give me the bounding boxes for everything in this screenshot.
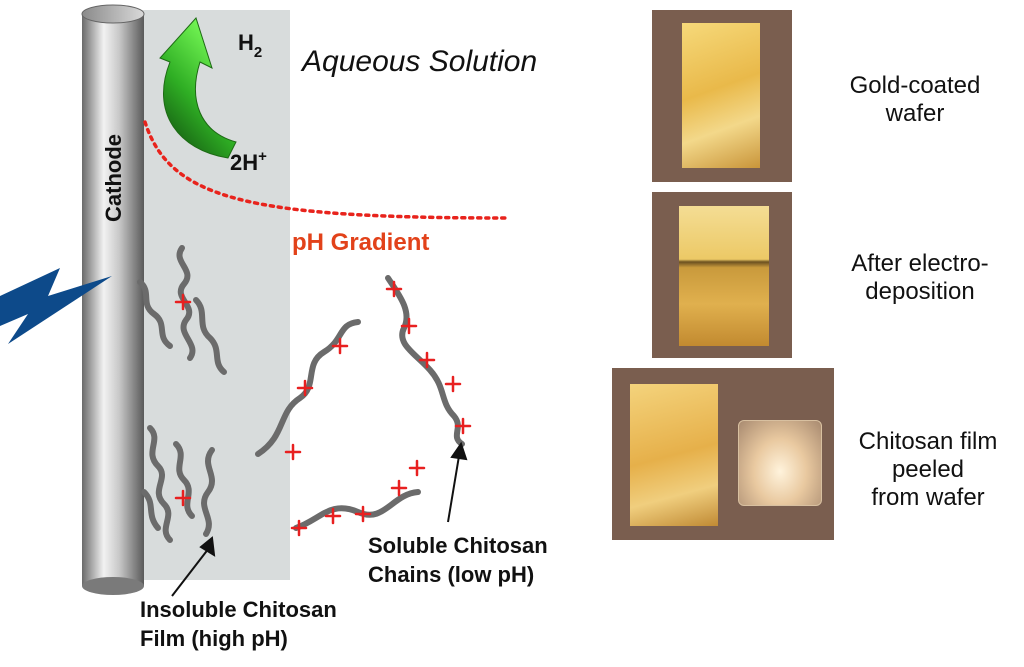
caption-gold-coated-wafer: Gold-coated wafer [849, 72, 981, 127]
insoluble-chain-upper-2 [137, 279, 173, 349]
gold-wafer [682, 23, 760, 168]
plus-charge [296, 379, 314, 397]
plus-charge [400, 317, 418, 335]
insoluble-chain-lower-1 [147, 425, 173, 543]
plus-charge [324, 507, 342, 525]
photo-chitosan-film-peeled [612, 368, 834, 540]
electrodeposition-diagram: Cathode H2 2H+ Aqueous Solution pH Gradi… [0, 4, 554, 651]
plus-charge [354, 505, 372, 523]
lightning-bolt-icon [0, 268, 112, 344]
insoluble-chain-lower-2 [173, 441, 195, 519]
photo-after-electrodeposition [652, 192, 792, 358]
positive-charges [174, 280, 472, 537]
cathode-label: Cathode [101, 134, 126, 222]
soluble-pointer-arrowhead [450, 441, 468, 461]
gold-wafer [679, 206, 769, 346]
hydrogen-evolution-arrow-icon [159, 17, 237, 159]
plus-charge [418, 351, 436, 369]
soluble-chains-label: Soluble Chitosan Chains (low pH) [368, 533, 554, 587]
h2-label: H2 [238, 30, 262, 61]
plus-charge [284, 443, 302, 461]
2h-plus-label: 2H+ [230, 148, 267, 175]
pointer-arrows [171, 441, 468, 597]
caption-after-electrodeposition: After electro- deposition [851, 250, 989, 305]
insoluble-chain-upper-3 [193, 297, 227, 375]
plus-charge [454, 417, 472, 435]
aqueous-solution-label: Aqueous Solution [300, 45, 537, 78]
plus-charge [174, 293, 192, 311]
plus-charge [290, 519, 308, 537]
soluble-pointer-arrow [447, 455, 460, 523]
plus-charge [408, 459, 426, 477]
gold-wafer [630, 384, 718, 526]
ph-gradient-curve [143, 120, 510, 220]
soluble-chain-left [255, 319, 361, 457]
plus-charge [390, 479, 408, 497]
plus-charge [331, 337, 349, 355]
insoluble-chain-lower-4 [141, 489, 161, 531]
chitosan-film [738, 420, 822, 506]
plus-charge [385, 280, 403, 298]
insoluble-chain-lower-3 [201, 447, 215, 537]
insoluble-film-label: Insoluble Chitosan Film (high pH) [140, 597, 343, 651]
ph-gradient-label: pH Gradient [292, 229, 429, 256]
insoluble-pointer-arrow [171, 547, 210, 597]
caption-chitosan-film-peeled: Chitosan film peeled from wafer [858, 428, 998, 511]
cathode [81, 4, 145, 595]
insoluble-pointer-arrowhead [199, 536, 216, 557]
soluble-chain-bottom [293, 489, 421, 531]
plus-charge [444, 375, 462, 393]
plus-charge [174, 489, 192, 507]
photo-gold-coated-wafer [652, 10, 792, 182]
